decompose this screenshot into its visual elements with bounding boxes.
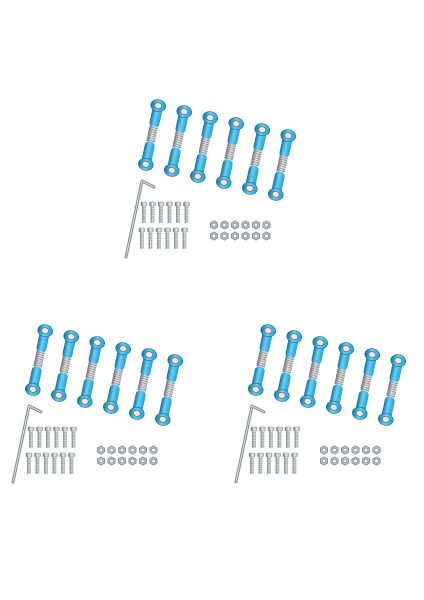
screw-icon (166, 201, 173, 223)
screw-icon (259, 426, 266, 448)
hex-nut-icon (241, 231, 250, 241)
kit-2 (11, 324, 183, 484)
hex-nut-icon (351, 445, 360, 455)
hex-nut-icon (149, 456, 158, 466)
screw-icon (274, 452, 281, 474)
hex-nut-icon (362, 456, 370, 466)
screw-icon (183, 201, 190, 223)
hex-nut-icon (330, 456, 339, 466)
turnbuckle-link-icon (77, 336, 105, 408)
hex-nut-icon (149, 445, 158, 455)
turnbuckle-link-icon (300, 336, 328, 408)
screw-icon (59, 452, 67, 474)
hex-nut-icon (107, 445, 116, 455)
hex-nut-icon (341, 445, 349, 455)
turnbuckle-link-icon (155, 354, 183, 426)
turnbuckle-link-icon (248, 324, 276, 396)
hex-nut-icon (362, 445, 370, 455)
screw-icon (250, 426, 258, 448)
hex-nut-icon (210, 220, 218, 230)
hex-nut-icon (320, 456, 328, 466)
turnbuckle-link-icon (51, 330, 79, 402)
turnbuckle-link-icon (378, 354, 406, 426)
screw-icon (157, 201, 165, 223)
turnbuckle-link-icon (326, 342, 354, 414)
screw-icon (284, 426, 292, 448)
screw-icon (248, 452, 256, 474)
kit-1 (124, 99, 296, 259)
turnbuckle-link-icon (268, 129, 296, 201)
screw-icon (265, 452, 273, 474)
turnbuckle-link-icon (129, 348, 157, 420)
turnbuckle-link-icon (274, 330, 302, 402)
screw-icon (70, 426, 77, 448)
hex-nut-icon (118, 445, 126, 455)
hex-nut-icon (128, 445, 137, 455)
screw-icon (282, 452, 290, 474)
screw-icon (42, 452, 50, 474)
hex-nut-icon (330, 445, 339, 455)
screw-icon (174, 201, 182, 223)
screw-icon (68, 452, 75, 474)
turnbuckle-link-icon (103, 342, 131, 414)
screw-icon (25, 452, 33, 474)
screw-icon (267, 426, 275, 448)
screw-icon (181, 227, 188, 249)
hex-nut-icon (341, 456, 349, 466)
screw-icon (155, 227, 163, 249)
hex-nut-icon (320, 445, 328, 455)
screw-icon (44, 426, 52, 448)
hex-nut-icon (372, 445, 381, 455)
screw-icon (257, 452, 264, 474)
screw-icon (149, 201, 156, 223)
hex-nut-icon (107, 456, 116, 466)
hex-nut-icon (372, 456, 381, 466)
screw-icon (164, 227, 171, 249)
screw-icon (51, 452, 58, 474)
screw-icon (291, 452, 298, 474)
turnbuckle-link-icon (216, 117, 244, 189)
turnbuckle-link-icon (25, 324, 53, 396)
screw-icon (147, 227, 154, 249)
hex-nut-icon (252, 231, 260, 241)
screw-icon (34, 452, 41, 474)
hex-nut-icon (118, 456, 126, 466)
screw-icon (293, 426, 300, 448)
hex-nut-icon (210, 231, 218, 241)
screw-icon (27, 426, 35, 448)
hex-nut-icon (351, 456, 360, 466)
hex-key-icon (11, 404, 43, 484)
turnbuckle-link-icon (352, 348, 380, 420)
hex-nut-icon (97, 456, 105, 466)
screw-icon (140, 201, 148, 223)
hex-nut-icon (231, 220, 239, 230)
hex-nut-icon (139, 445, 147, 455)
hex-key-icon (124, 179, 156, 259)
hex-nut-icon (262, 220, 271, 230)
hex-nut-icon (220, 231, 229, 241)
hex-nut-icon (252, 220, 260, 230)
hex-nut-icon (97, 445, 105, 455)
kit-3 (234, 324, 406, 484)
hex-nut-icon (128, 456, 137, 466)
hex-nut-icon (139, 456, 147, 466)
screw-icon (36, 426, 43, 448)
hex-nut-icon (231, 231, 239, 241)
hex-nut-icon (262, 231, 271, 241)
hex-nut-icon (241, 220, 250, 230)
screw-icon (53, 426, 60, 448)
turnbuckle-link-icon (164, 105, 192, 177)
screw-icon (61, 426, 69, 448)
turnbuckle-link-icon (138, 99, 166, 171)
screw-icon (172, 227, 180, 249)
screw-icon (276, 426, 283, 448)
hex-key-icon (234, 404, 266, 484)
turnbuckle-link-icon (190, 111, 218, 183)
hex-nut-icon (220, 220, 229, 230)
screw-icon (138, 227, 146, 249)
turnbuckle-link-icon (242, 123, 270, 195)
